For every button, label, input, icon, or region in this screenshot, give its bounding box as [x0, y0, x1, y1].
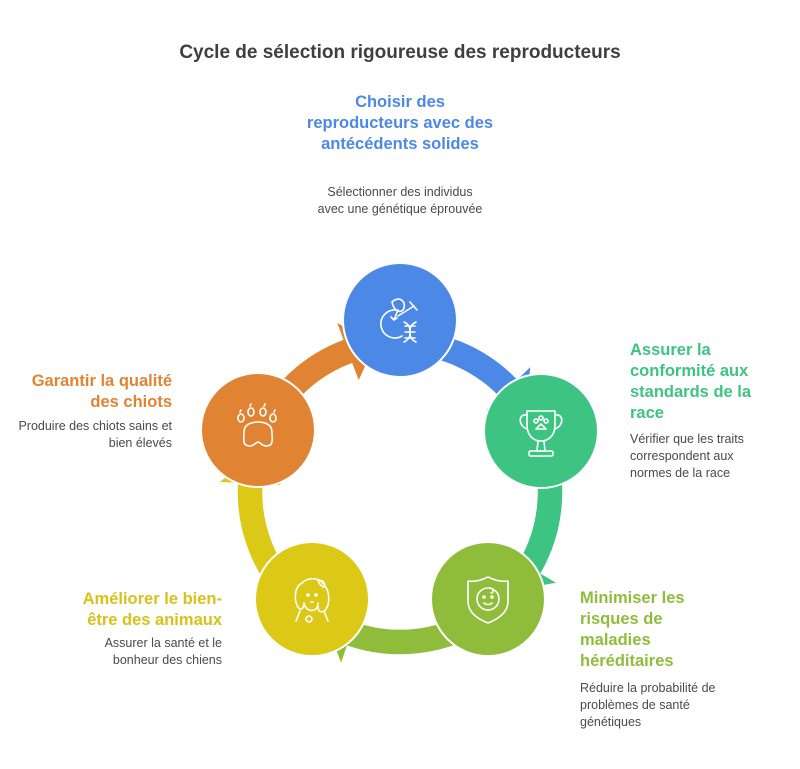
- trophy-paw-icon: [519, 410, 563, 457]
- shield-baby-icon: [467, 576, 509, 624]
- cycle-node-4: [254, 541, 370, 657]
- node-circle-3: [430, 541, 546, 657]
- paw-icon: [237, 403, 277, 447]
- step-5-description: Produire des chiots sains et bien élevés: [18, 419, 172, 450]
- node-circle-4: [254, 541, 370, 657]
- cycle-nodes: [200, 262, 599, 657]
- step-1-title: Choisir des reproducteurs avec des antéc…: [306, 93, 494, 153]
- cycle-node-3: [430, 541, 546, 657]
- dna-selection-icon: [380, 298, 418, 343]
- step-2-description: Vérifier que les traits correspondent au…: [630, 432, 744, 480]
- step-3-title: Minimiser les risques de maladies hérédi…: [580, 589, 685, 670]
- step-4-title: Améliorer le bien-être des animaux: [82, 590, 222, 629]
- step-1-description: Sélectionner des individus avec une géné…: [317, 185, 483, 216]
- step-4-description: Assurer la santé et le bonheur des chien…: [104, 636, 222, 667]
- node-circle-5: [200, 372, 316, 488]
- node-circle-2: [483, 373, 599, 489]
- step-2-title: Assurer la conformité aux standards de l…: [630, 341, 752, 422]
- dog-icon: [294, 577, 330, 623]
- cycle-node-1: [342, 262, 458, 378]
- cycle-node-2: [483, 373, 599, 489]
- step-3-description: Réduire la probabilité de problèmes de s…: [580, 681, 716, 729]
- step-5-title: Garantir la qualité des chiots: [31, 372, 172, 411]
- node-circle-1: [342, 262, 458, 378]
- cycle-node-5: [200, 372, 316, 488]
- diagram-title: Cycle de sélection rigoureuse des reprod…: [179, 42, 621, 63]
